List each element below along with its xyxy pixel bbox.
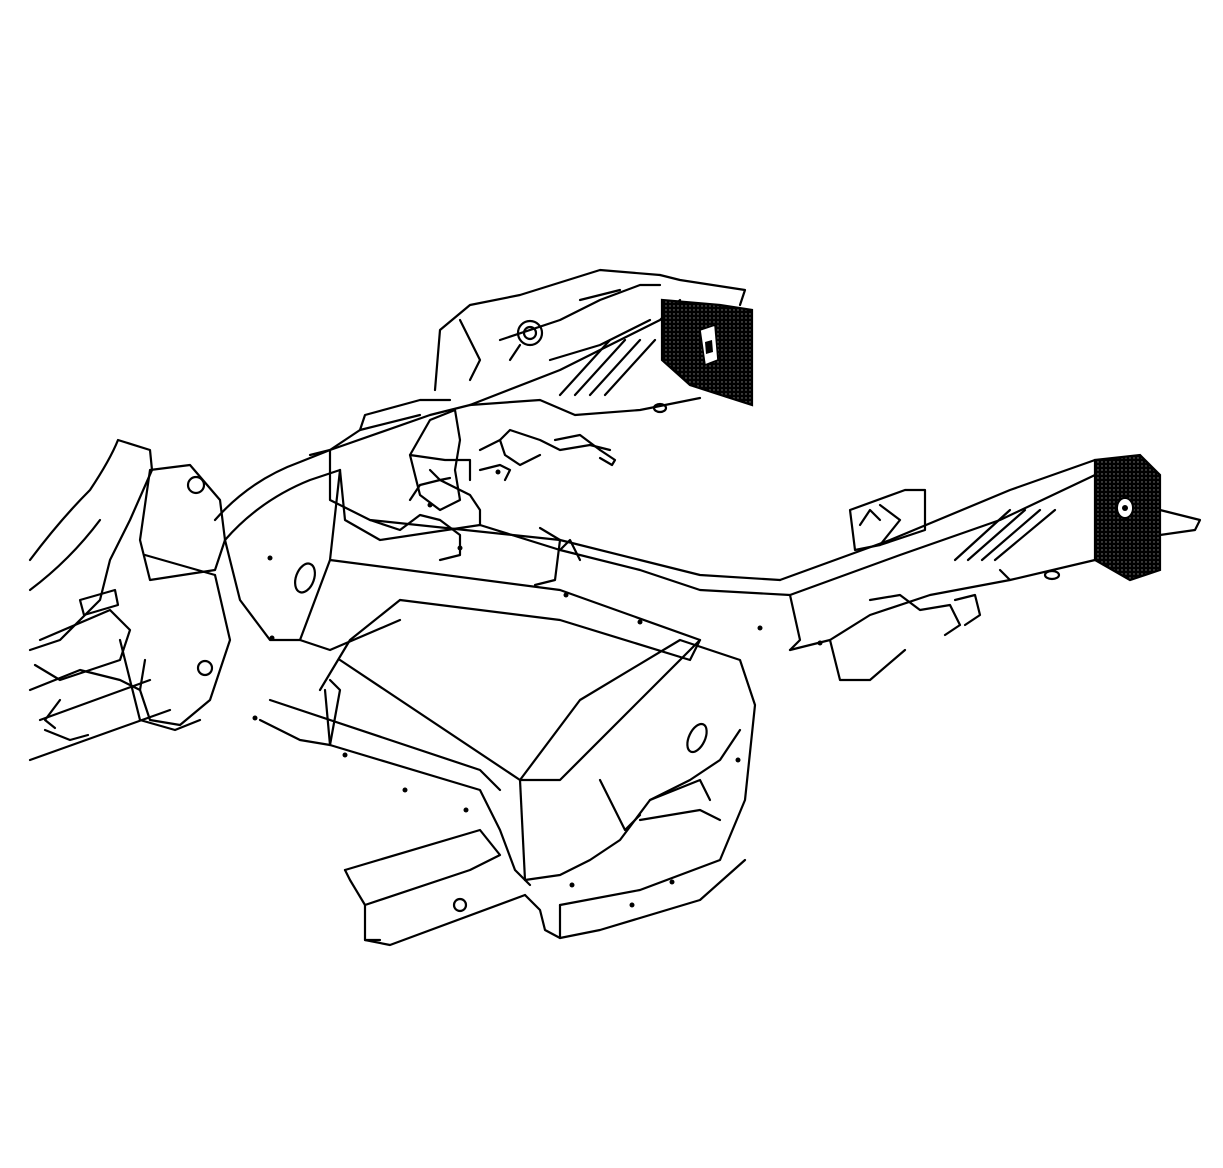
left-frame-rail bbox=[138, 403, 472, 727]
left-rail-end-plate bbox=[660, 298, 754, 407]
right-rail-end-plate bbox=[1093, 453, 1162, 582]
left-body-structure bbox=[28, 438, 227, 762]
center-mount-brackets bbox=[408, 408, 617, 512]
right-rear-frame-rail bbox=[518, 638, 757, 940]
lower-left-sill bbox=[343, 828, 562, 947]
upper-crossmember bbox=[328, 448, 802, 652]
center-frame-panel bbox=[258, 558, 702, 887]
right-front-rail bbox=[778, 458, 1202, 682]
